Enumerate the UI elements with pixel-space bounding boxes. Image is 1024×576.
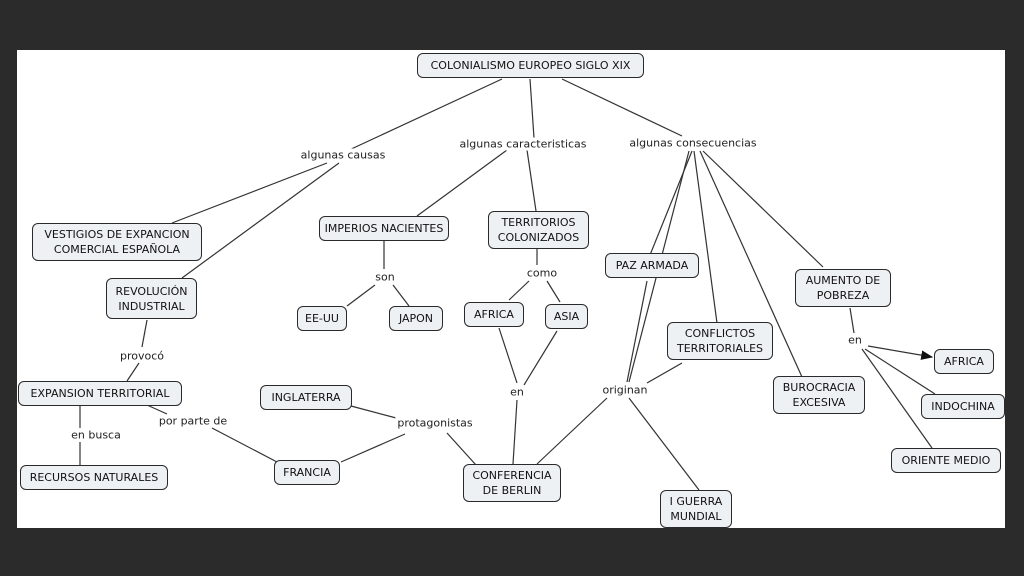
label-son: son: [373, 270, 397, 284]
label-provoco: provocó: [117, 349, 167, 363]
label-en-pobreza: en: [846, 333, 864, 347]
node-conflictos-territoriales[interactable]: CONFLICTOS TERRITORIALES: [667, 322, 773, 360]
concept-map-canvas: COLONIALISMO EUROPEO SIGLO XIX VESTIGIOS…: [17, 50, 1005, 528]
node-africa[interactable]: AFRICA: [464, 302, 524, 327]
node-aumento-pobreza[interactable]: AUMENTO DE POBREZA: [795, 269, 891, 307]
node-paz-armada[interactable]: PAZ ARMADA: [605, 253, 699, 278]
node-revolucion-industrial[interactable]: REVOLUCIÓN INDUSTRIAL: [106, 278, 197, 319]
node-francia[interactable]: FRANCIA: [274, 460, 340, 485]
node-root-colonialismo[interactable]: COLONIALISMO EUROPEO SIGLO XIX: [417, 53, 644, 78]
node-africa-destino[interactable]: AFRICA: [934, 349, 994, 374]
node-i-guerra-mundial[interactable]: I GUERRA MUNDIAL: [660, 490, 732, 528]
label-algunas-causas: algunas causas: [298, 148, 388, 162]
node-eeuu[interactable]: EE-UU: [297, 306, 347, 331]
label-en-conferencia: en: [508, 385, 526, 399]
node-conferencia-berlin[interactable]: CONFERENCIA DE BERLIN: [463, 464, 561, 502]
node-asia[interactable]: ASIA: [545, 304, 588, 329]
label-como: como: [524, 266, 560, 280]
label-algunas-consecuencias: algunas consecuencias: [627, 136, 759, 150]
node-imperios-nacientes[interactable]: IMPERIOS NACIENTES: [319, 216, 449, 241]
label-por-parte-de: por parte de: [156, 414, 230, 428]
node-expansion-territorial[interactable]: EXPANSION TERRITORIAL: [18, 381, 182, 406]
label-en-busca: en busca: [69, 428, 123, 442]
node-indochina[interactable]: INDOCHINA: [921, 394, 1005, 419]
node-inglaterra[interactable]: INGLATERRA: [260, 385, 352, 410]
label-algunas-caracteristicas: algunas caracteristicas: [457, 137, 589, 151]
label-originan: originan: [600, 383, 650, 397]
connector-lines: [79, 78, 936, 491]
label-protagonistas: protagonistas: [395, 416, 475, 430]
node-burocracia-excesiva[interactable]: BUROCRACIA EXCESIVA: [773, 376, 865, 414]
node-vestigios-expansion[interactable]: VESTIGIOS DE EXPANCION COMERCIAL ESPAÑOL…: [32, 223, 202, 261]
node-territorios-colonizados[interactable]: TERRITORIOS COLONIZADOS: [488, 211, 589, 249]
node-oriente-medio[interactable]: ORIENTE MEDIO: [891, 448, 1001, 473]
node-recursos-naturales[interactable]: RECURSOS NATURALES: [20, 465, 168, 490]
node-japon[interactable]: JAPON: [389, 306, 443, 331]
